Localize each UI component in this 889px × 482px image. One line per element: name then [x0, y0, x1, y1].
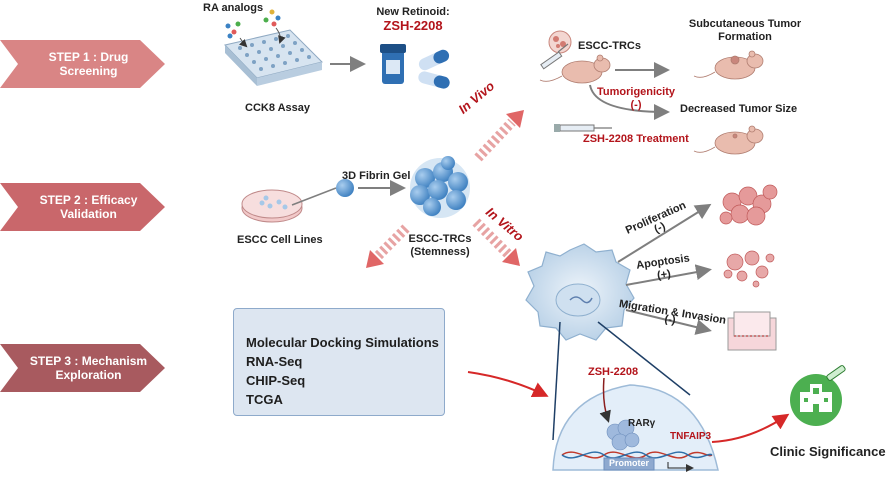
tumorigenicity-sign: (-)	[630, 99, 642, 111]
stemness-left-arrow	[366, 224, 410, 268]
organoid-sphere-icon	[410, 156, 470, 218]
in-vitro-arrow	[472, 218, 520, 266]
method-rnaseq: RNA-Seq	[246, 354, 303, 369]
transwell-icon	[727, 311, 777, 351]
cell-to-migration-arrow	[625, 309, 712, 335]
treatment-label: ZSH-2208 Treatment	[583, 133, 689, 145]
syringe-treatment-icon	[554, 124, 612, 132]
compound-label: ZSH-2208	[383, 18, 443, 33]
promoter-box	[603, 457, 655, 471]
mouse-decreased-tumor-icon	[693, 125, 764, 155]
step3-banner	[0, 344, 165, 392]
compound-to-receptor-arrow	[599, 377, 611, 423]
single-cell-icon	[336, 179, 354, 197]
syringe-icon	[540, 43, 569, 70]
nucleus-icon	[552, 384, 719, 472]
gene-label: TNFAIP3	[670, 431, 712, 442]
zoom-line-left	[552, 321, 561, 441]
tumor-formation-label-2: Formation	[718, 31, 772, 43]
escc-trcs-label: ESCC-TRCs	[578, 40, 641, 52]
step3-subtitle: Exploration	[55, 368, 122, 382]
cancer-cell-icon	[525, 243, 635, 341]
step2-banner	[0, 183, 165, 231]
retinoid-pills-icon	[380, 44, 450, 89]
cck8-plate-icon	[224, 29, 323, 86]
decreased-tumor-label: Decreased Tumor Size	[680, 103, 798, 115]
zoom-line-right	[597, 321, 691, 396]
tumor-formation-label-1: Subcutaneous Tumor	[688, 18, 802, 30]
mechanism-compound-label: ZSH-2208	[588, 366, 639, 378]
dish-to-gel-line	[291, 187, 337, 206]
mouse-escc-icon	[539, 54, 611, 84]
proliferation-cells-icon	[719, 184, 778, 226]
step3-title: STEP 3 : Mechanism	[29, 353, 148, 368]
method-tcga: TCGA	[246, 392, 283, 407]
petri-dish-icon	[241, 189, 303, 223]
step2-title: STEP 2 : Efficacy	[39, 192, 138, 207]
method-chipseq: CHIP-Seq	[246, 373, 306, 388]
tumorigenicity-branch-arrow	[589, 84, 670, 120]
new-retinoid-label: New Retinoid:	[376, 6, 450, 18]
cell-lines-label: ESCC Cell Lines	[237, 234, 323, 246]
in-vivo-arrow	[474, 110, 524, 162]
receptor-label: RARγ	[628, 418, 656, 429]
cell-to-proliferation-arrow	[617, 203, 712, 263]
mouse-tumor-formation-icon	[693, 50, 764, 80]
methods-panel	[233, 308, 445, 416]
tnfaip3-to-clinic-arrow	[711, 413, 790, 443]
method-docking: Molecular Docking Simulations	[246, 335, 439, 350]
hospital-icon	[790, 365, 846, 426]
step1-banner	[0, 40, 165, 88]
stemness-label-1: ESCC-TRCs	[408, 233, 472, 245]
tumorigenicity-label: Tumorigenicity	[596, 86, 676, 98]
cck8-label: CCK8 Assay	[245, 102, 311, 114]
apoptosis-cells-icon	[723, 250, 775, 288]
cell-to-apoptosis-arrow	[625, 264, 712, 286]
step2-subtitle: Validation	[60, 207, 117, 221]
step1-title: STEP 1 : Drug	[48, 49, 129, 64]
promoter-label: Promoter	[608, 458, 649, 468]
stemness-label-2: (Stemness)	[410, 246, 470, 258]
fibrin-gel-label: 3D Fibrin Gel	[342, 170, 411, 182]
methods-list: Molecular Docking Simulations RNA-Seq CH…	[246, 333, 439, 409]
clinic-significance-label: Clinic Significance	[770, 444, 886, 459]
transcription-start-arrow	[667, 462, 694, 472]
ra-analog-dots-icon	[225, 9, 286, 48]
ra-analogs-label: RA analogs	[203, 2, 264, 14]
step1-subtitle: Screening	[59, 64, 118, 78]
methods-to-nucleus-arrow	[467, 371, 549, 397]
rar-receptor-icon	[606, 419, 640, 451]
